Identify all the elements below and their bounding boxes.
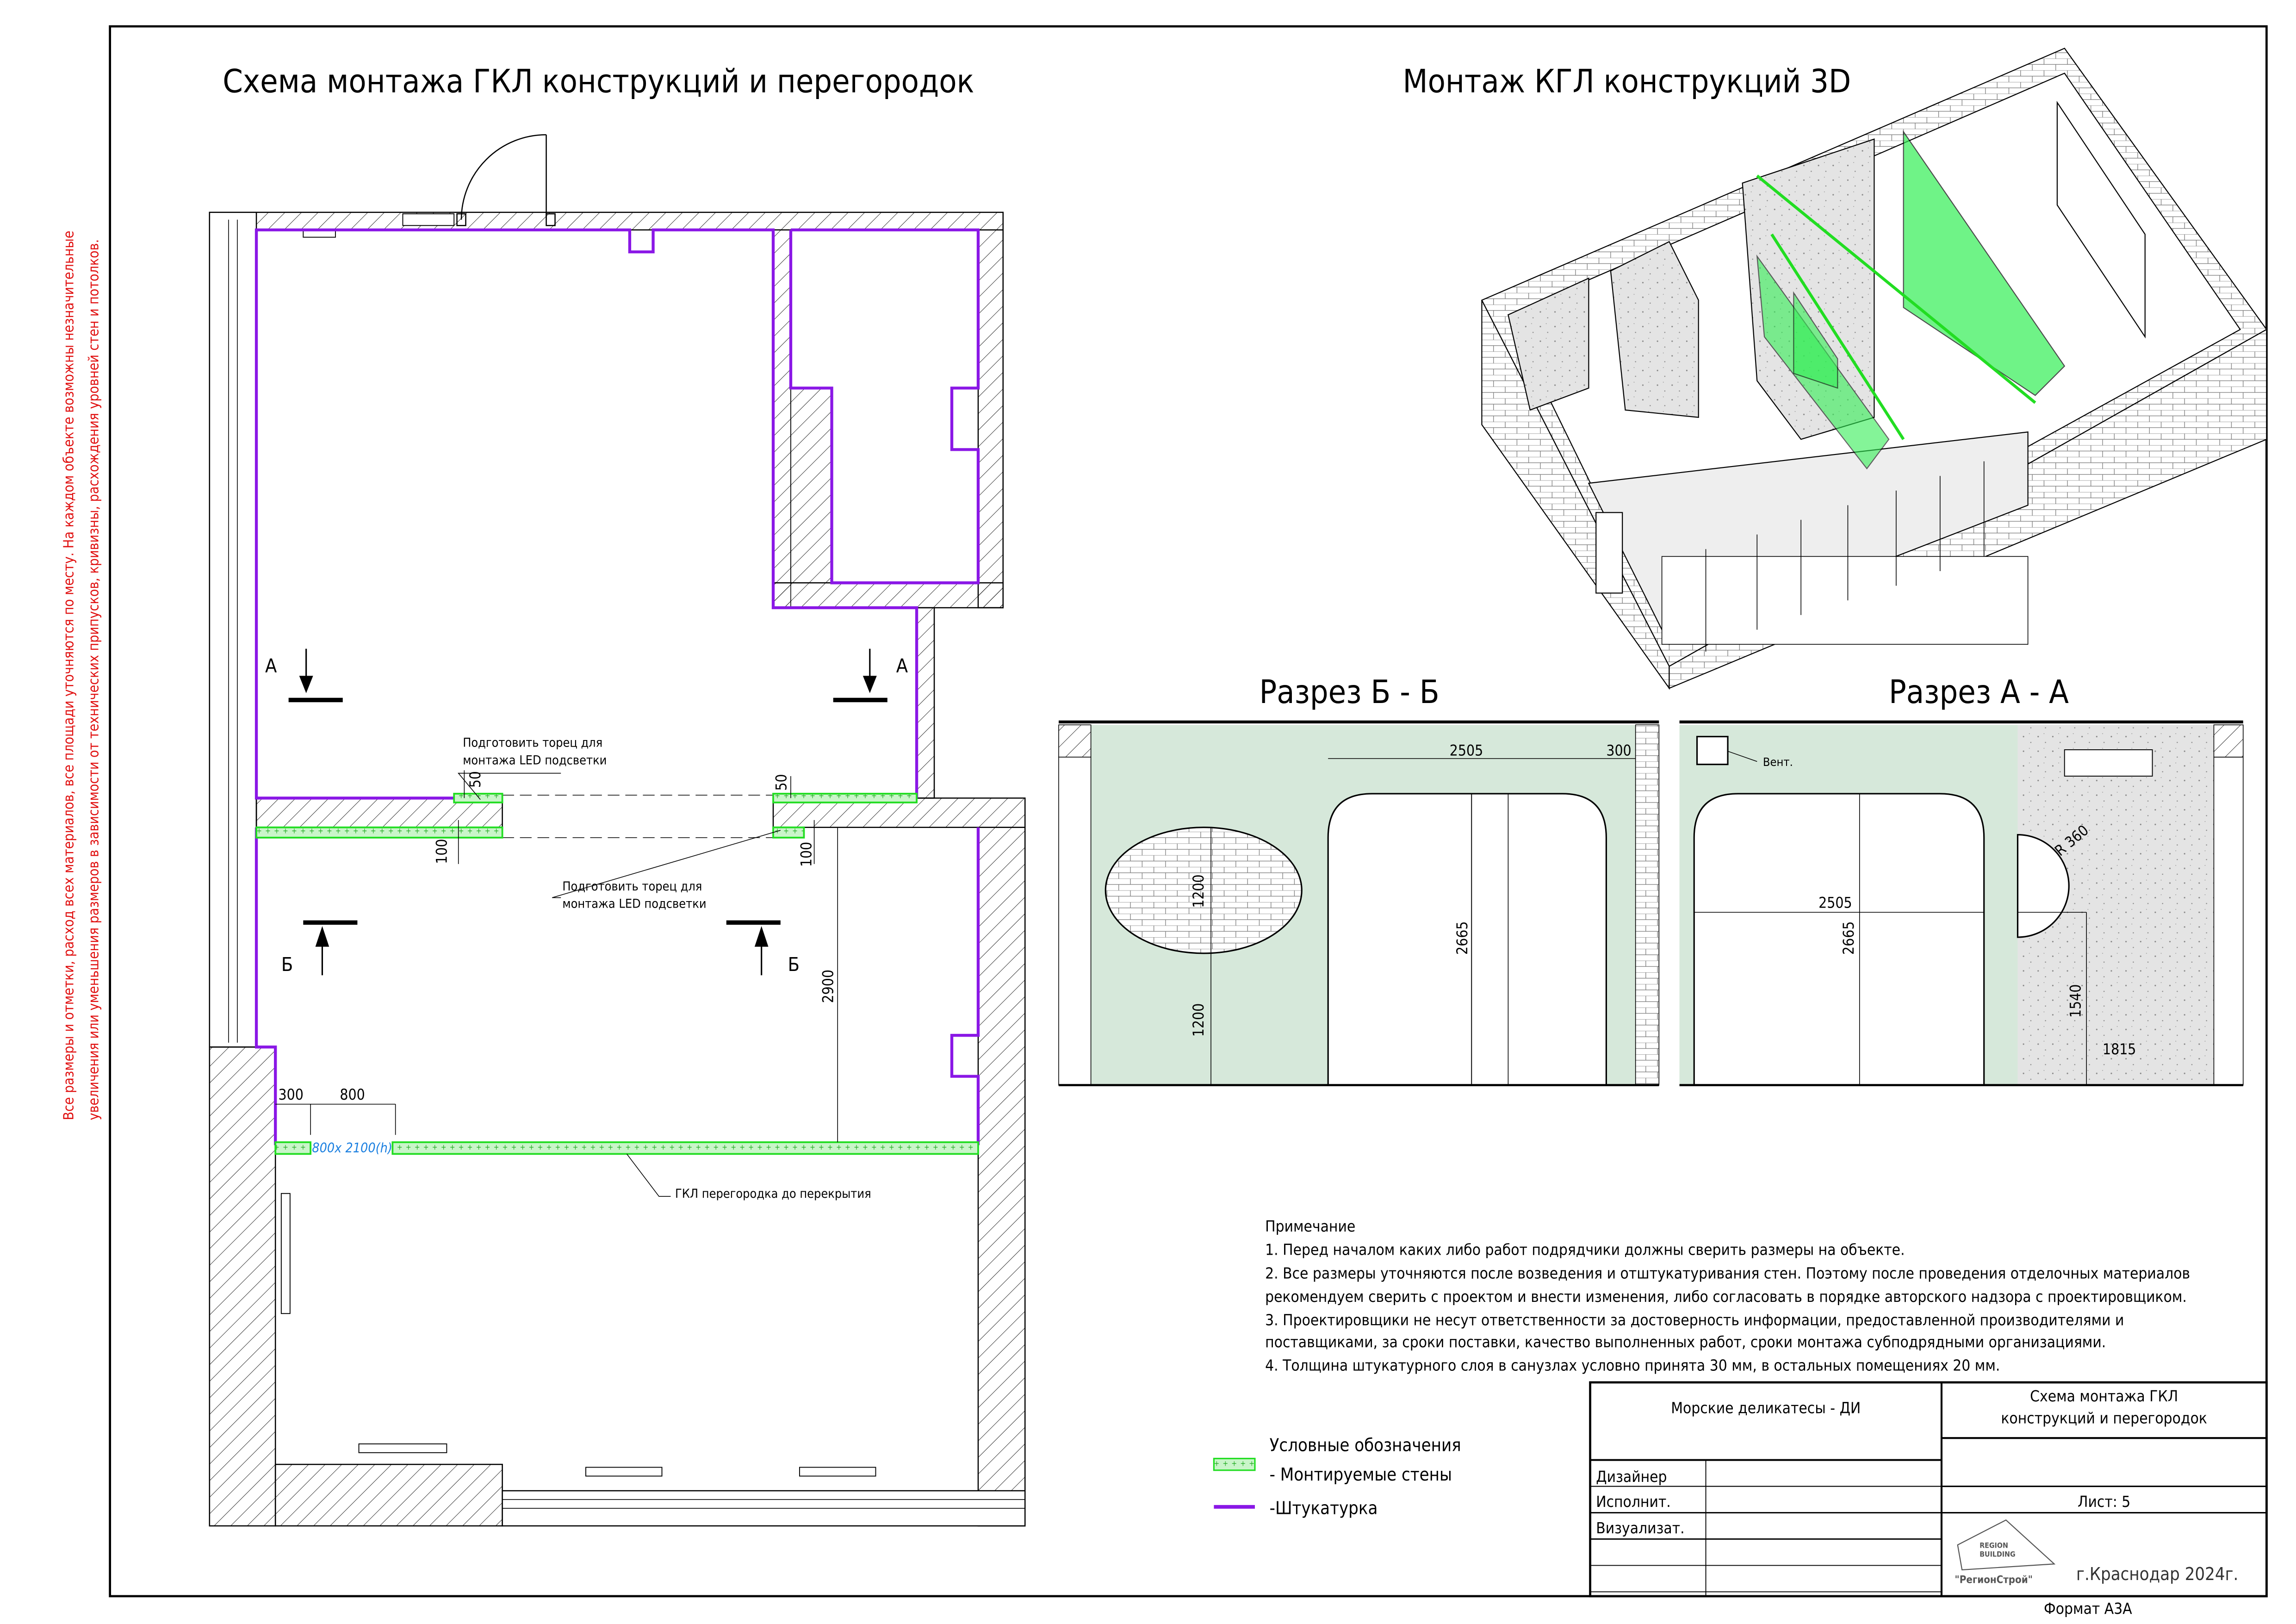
- section-aa-title: Разрез А - А: [1889, 673, 2069, 711]
- section-markers: [288, 648, 887, 976]
- bb-dim-2665: 2665: [1454, 921, 1471, 955]
- dim-100-left: 100: [434, 839, 450, 864]
- bb-dim-1200-top: 1200: [1191, 874, 1207, 908]
- logo-text-region: REGION: [1980, 1541, 2008, 1549]
- tb-sheet-title-2: конструкций и перегородок: [2001, 1409, 2207, 1427]
- note-line: 4. Толщина штукатурного слоя в санузлах …: [1265, 1356, 2000, 1375]
- title-block: [1589, 1381, 2268, 1598]
- legend: Условные обозначения - Монтируемые стены…: [1213, 1435, 1461, 1518]
- dim-50-left: 50: [467, 771, 484, 788]
- tb-designer: Дизайнер: [1596, 1468, 1667, 1486]
- note-line: 1. Перед началом каких либо работ подряд…: [1265, 1241, 1905, 1259]
- bb-dim-300: 300: [1606, 743, 1631, 759]
- section-aa: Вент. 2505 2665 R 360 1540 1815: [1679, 720, 2244, 1086]
- legend-gkl-swatch: [1213, 1457, 1256, 1471]
- aa-dim-1540: 1540: [2068, 984, 2085, 1018]
- led-note-2-line-2: монтажа LED подсветки: [562, 897, 706, 911]
- tb-executor: Исполнит.: [1596, 1493, 1671, 1511]
- entrance-door: [456, 134, 556, 226]
- side-note-line-2: увеличения или уменьшения размеров в зав…: [86, 239, 102, 1120]
- view3d-model: [1481, 48, 2268, 690]
- dim-100-right: 100: [798, 842, 815, 867]
- section-a-label-right: А: [896, 654, 908, 677]
- notes-heading: Примечание: [1265, 1217, 1355, 1235]
- legend-walls: - Монтируемые стены: [1270, 1464, 1452, 1485]
- tb-project: Морские деликатесы - ДИ: [1671, 1399, 1861, 1417]
- sheet-frame: [109, 25, 2268, 1598]
- floor-plan: А А Б Б Подготовить торец для монтажа LE…: [209, 134, 1026, 1527]
- door-size-label: 800х 2100(h): [312, 1140, 392, 1156]
- led-note-1-line-2: монтажа LED подсветки: [463, 753, 607, 768]
- section-b-label-left: Б: [281, 953, 293, 976]
- note-line: рекомендуем сверить с проектом и внести …: [1265, 1288, 2187, 1306]
- led-note-2-line-1: Подготовить торец для: [562, 879, 702, 894]
- dim-2900: 2900: [820, 970, 837, 1003]
- tb-sheet-title-1: Схема монтажа ГКЛ: [2030, 1387, 2178, 1405]
- dim-800: 800: [340, 1087, 365, 1103]
- dim-300: 300: [279, 1087, 304, 1103]
- tb-sheet-number: Лист: 5: [2078, 1493, 2130, 1511]
- partition-label: ГКЛ перегородка до перекрытия: [675, 1187, 871, 1201]
- notes: Примечание 1. Перед началом каких либо р…: [1265, 1217, 2190, 1375]
- note-line: поставщиками, за сроки поставки, качеств…: [1265, 1333, 2106, 1351]
- legend-title: Условные обозначения: [1270, 1435, 1461, 1456]
- aa-dim-2505: 2505: [1818, 895, 1852, 912]
- side-note: Все размеры и отметки, расход всех матер…: [61, 230, 102, 1120]
- section-a-label-left: А: [265, 654, 277, 677]
- section-bb-title: Разрез Б - Б: [1259, 673, 1439, 711]
- note-line: 3. Проектировщики не несут ответственнос…: [1265, 1311, 2124, 1329]
- aa-vent-label: Вент.: [1763, 755, 1793, 769]
- gkl-walls: [255, 793, 979, 1155]
- plan-title: Схема монтажа ГКЛ конструкций и перегоро…: [223, 62, 974, 100]
- led-note-1-line-1: Подготовить торец для: [463, 736, 602, 750]
- logo-text-building: BUILDING: [1980, 1549, 2015, 1558]
- logo-text-regionstroy: "РегионСтрой": [1955, 1574, 2033, 1586]
- note-line: 2. Все размеры уточняются после возведен…: [1265, 1264, 2190, 1282]
- bb-dim-1200-bottom: 1200: [1191, 1003, 1207, 1037]
- tb-city-year: г.Краснодар 2024г.: [2076, 1564, 2238, 1584]
- aa-dim-1815: 1815: [2103, 1041, 2136, 1058]
- section-b-label-right: Б: [788, 953, 800, 976]
- dim-50-right: 50: [773, 774, 790, 790]
- aa-dim-2665: 2665: [1841, 921, 1857, 955]
- legend-plaster: -Штукатурка: [1270, 1498, 1378, 1518]
- side-note-line-1: Все размеры и отметки, расход всех матер…: [61, 230, 77, 1120]
- plaster-outline: [254, 228, 980, 1145]
- tb-format: Формат А3А: [2044, 1599, 2132, 1618]
- bb-dim-2505: 2505: [1450, 743, 1483, 759]
- view3d-title: Монтаж КГЛ конструкций 3D: [1403, 62, 1851, 100]
- section-bb: 2505 300 2665 1200 1200: [1058, 720, 1660, 1086]
- tb-visualizer: Визуализат.: [1596, 1519, 1684, 1537]
